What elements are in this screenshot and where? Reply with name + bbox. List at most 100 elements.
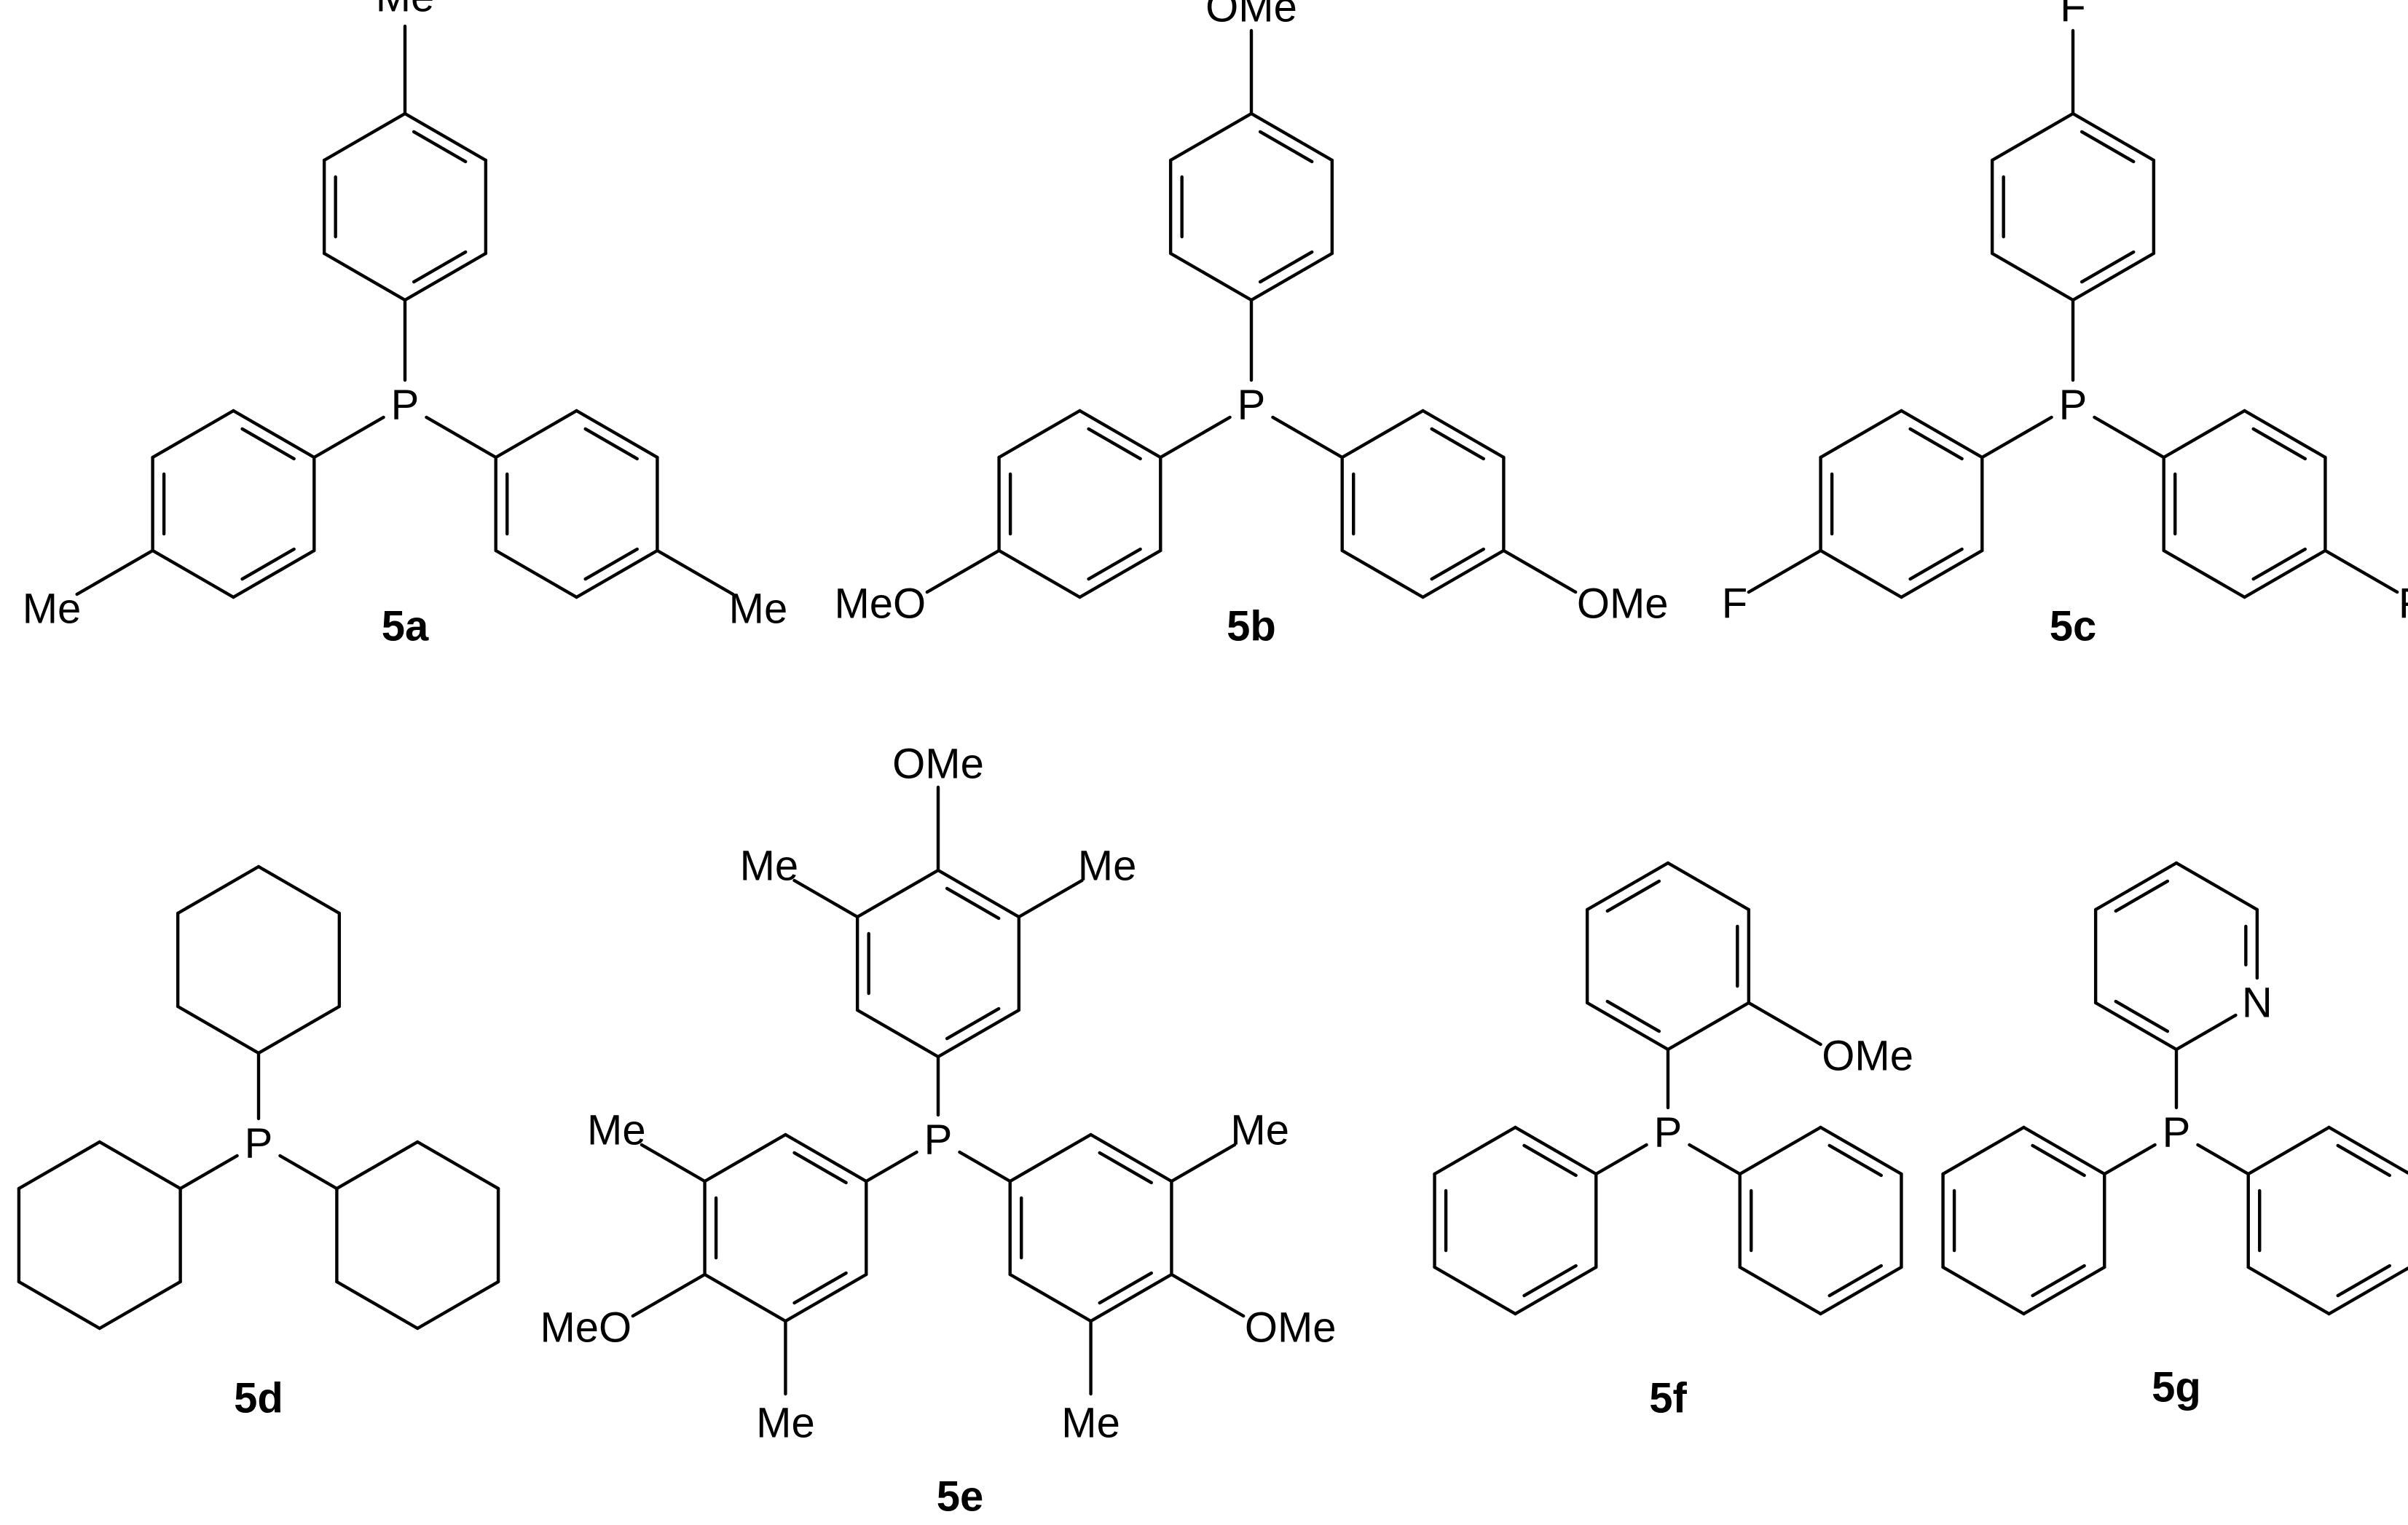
aryl-ring-bond [936, 1008, 1021, 1059]
substituent-label: Me [376, 0, 435, 21]
phosphorus-atom: P [924, 1116, 953, 1164]
aryl-ring-right-bond [1340, 409, 1425, 460]
substituent-label: F [2060, 0, 2085, 31]
aryl-ring-left-bond [997, 548, 1082, 599]
aryl-ring-bond [1008, 1272, 1093, 1323]
aryl-ring-double-bond [1098, 1151, 1153, 1185]
cyclohexyl-ring-bond [416, 1140, 500, 1191]
aryl-ring-right-bond [494, 548, 578, 599]
methoxy-label: OMe [1822, 1033, 1913, 1080]
compound-label: 5a [382, 603, 429, 650]
methoxy-bond [1170, 1272, 1246, 1318]
aryl-ring-left-bond [1900, 409, 1984, 460]
phosphorus-atom: P [1654, 1109, 1683, 1156]
aryl-ring-left-double-bond [1908, 547, 1964, 581]
aryl-ring-left-bond [1900, 548, 1984, 599]
aryl-ring-double-bond [945, 886, 1001, 921]
aryl-ring-left-bond [232, 409, 316, 460]
p-aryl-bond [958, 1150, 1012, 1183]
compound-label: 5c [2050, 603, 2097, 650]
cyclohexyl-ring-bond [176, 864, 261, 915]
phenyl-ring-bond [2022, 1265, 2106, 1316]
methyl-bond [1017, 878, 1084, 919]
methoxy-label: OMe [1245, 1304, 1337, 1352]
aryl-ring-right-double-bond [2251, 427, 2307, 461]
substituent-bond [1747, 548, 1822, 594]
p-aryl-bond [1980, 415, 2053, 460]
aryl-ring-left-double-bond [1087, 547, 1142, 581]
substituent-label: OMe [1205, 0, 1297, 31]
aryl-ring-right-bond [494, 409, 578, 460]
substituent-label: Me [23, 586, 82, 633]
aryl-ring-right-bond [2162, 409, 2246, 460]
aryl-ring-right-double-bond [2251, 547, 2307, 581]
cyclohexyl-ring-bond [17, 1140, 101, 1191]
methyl-bond [792, 878, 859, 919]
aryl-ring-top-bond [1990, 251, 2075, 302]
p-phenyl-bond [2196, 1143, 2250, 1176]
phosphorus-atom: P [391, 382, 420, 429]
p-cyclohexyl-bond [178, 1154, 239, 1191]
aryl-ring-top-double-bond [1258, 130, 1314, 164]
aryl-ring-left-bond [151, 409, 235, 460]
aryl-ring-right-double-bond [583, 427, 639, 461]
aryl-ring-left-bond [1078, 409, 1162, 460]
compound-5d: P5d [17, 864, 500, 1422]
aryl-ring-right-bond [575, 409, 659, 460]
aryl-ring-right-bond [1340, 548, 1425, 599]
phenyl-ring-double-bond [2031, 1143, 2086, 1178]
aryl-ring-double-bond [792, 1271, 848, 1305]
substituent-label: OMe [1577, 580, 1669, 628]
phenyl-ring-double-bond [2031, 1264, 2086, 1298]
substituent-label: F [1722, 580, 1747, 628]
methoxy-label: MeO [540, 1304, 631, 1352]
phenyl-ring-bond [1514, 1125, 1598, 1176]
p-aryl-bond [865, 1150, 918, 1183]
phenyl-ring-bond [1738, 1125, 1822, 1176]
aryl-ring-top-bond [1249, 111, 1334, 162]
compound-label: 5g [2152, 1364, 2201, 1411]
aryl-ring-right-bond [2243, 548, 2327, 599]
aryl-ring-bond [936, 868, 1021, 919]
cyclohexyl-ring-bond [256, 1004, 342, 1055]
aryl-ring-bond [855, 868, 940, 919]
cyclohexyl-ring-bond [98, 1140, 182, 1191]
aryl-ring-double-bond [792, 1151, 848, 1185]
phenyl-ring-bond [1514, 1265, 1598, 1316]
substituent-bond [925, 548, 1001, 594]
cyclohexyl-ring-bond [335, 1140, 420, 1191]
pyridyl-ring-bond [2174, 1013, 2238, 1052]
aryl-ring-right-bond [1421, 548, 1506, 599]
aryl-ring-top-double-bond [2080, 250, 2136, 284]
pyridyl-double-bond [2114, 879, 2170, 913]
aryl-ring-top-bond [403, 111, 488, 162]
aryl-ring-top-double-bond [1258, 250, 1314, 284]
substituent-bond [1502, 548, 1578, 594]
phenyl-ring-double-bond [1827, 1264, 1883, 1298]
aryl-ring-top-bond [1168, 111, 1254, 162]
aryl-ring-left-double-bond [240, 547, 296, 581]
phenyl-ring-bond [2022, 1125, 2106, 1176]
phenyl-ring-double-bond [2336, 1264, 2391, 1298]
methyl-label: Me [587, 1107, 646, 1154]
phosphorus-atom: P [2163, 1109, 2191, 1156]
methyl-label: Me [756, 1400, 815, 1447]
phenyl-ring-bond [1941, 1125, 2026, 1176]
aryl-ring-top-bond [2071, 251, 2156, 302]
phenyl-ring-bond [2246, 1125, 2331, 1176]
pyridyl-ring-bond [2174, 861, 2259, 912]
p-phenyl-bond [2103, 1143, 2157, 1176]
aryl-ring-top-bond [403, 251, 488, 302]
methoxy-bond [631, 1272, 707, 1318]
compound-5c: PFFF5c [1722, 0, 2408, 650]
cyclohexyl-ring-bond [256, 864, 342, 915]
methyl-label: Me [1061, 1400, 1120, 1447]
aryl-ring-left-double-bond [240, 427, 296, 461]
aryl-ring-top-double-bond [412, 250, 468, 284]
compound-5a: PMeMeMe5a [23, 0, 788, 650]
aryl-ring-right-double-bond [1430, 547, 1485, 581]
cyclohexyl-ring-bond [335, 1280, 420, 1331]
methyl-bond [656, 548, 735, 596]
aryl-ring-bond [1089, 1272, 1173, 1323]
